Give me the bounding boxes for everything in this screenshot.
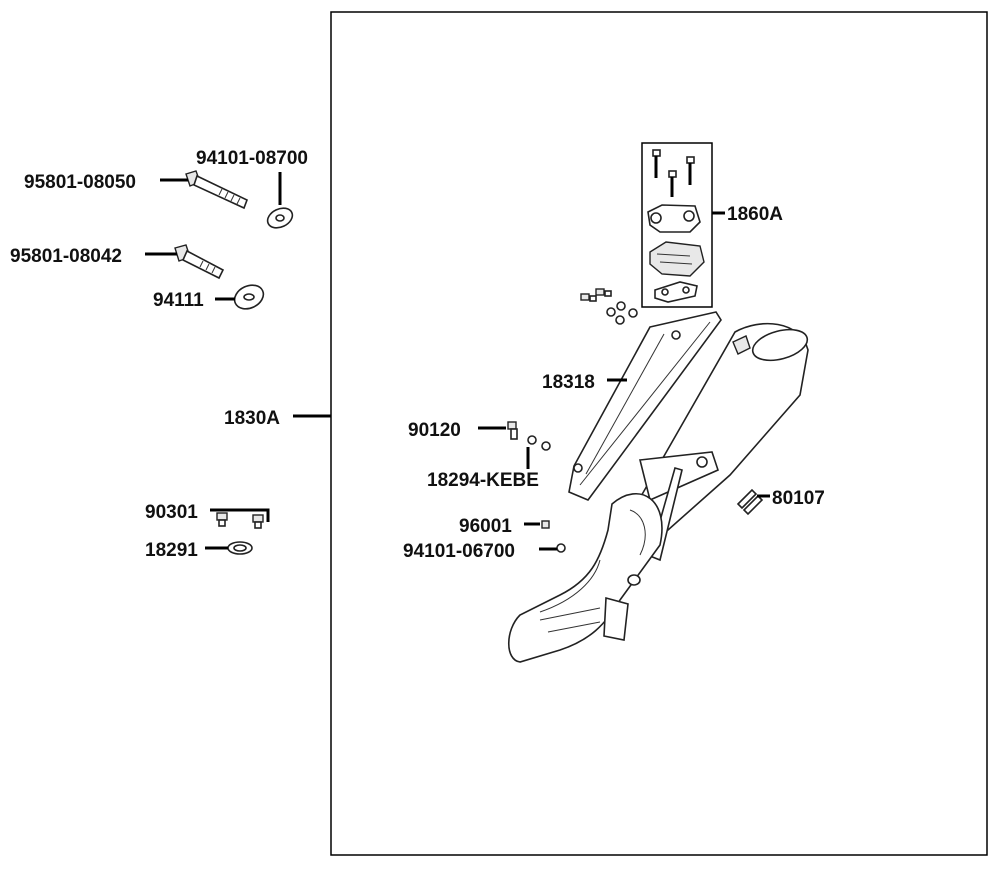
label-96001: 96001 (459, 516, 512, 537)
label-94101-06700: 94101-06700 (403, 541, 515, 562)
gasket-18291 (227, 541, 253, 555)
label-94111: 94111 (153, 290, 204, 311)
label-18318: 18318 (542, 372, 595, 393)
kit-1860A (641, 142, 713, 308)
exhaust-pipe (508, 451, 719, 663)
label-1860A: 1860A (727, 204, 783, 225)
fasteners-cluster (580, 288, 638, 325)
washer-94111 (233, 284, 265, 310)
leader-lines (145, 172, 770, 551)
screws-90301 (216, 512, 264, 529)
bolt-95801-08050 (185, 170, 249, 210)
nut-96001 (541, 520, 550, 529)
label-80107: 80107 (772, 488, 825, 509)
label-90120: 90120 (408, 420, 461, 441)
label-95801-08050: 95801-08050 (24, 172, 136, 193)
label-90301: 90301 (145, 502, 198, 523)
assembly-frame (330, 11, 988, 856)
washer-94101-06700 (556, 543, 566, 553)
washer-94101-08700 (266, 207, 294, 229)
label-94101-08700: 94101-08700 (196, 148, 308, 169)
label-18291: 18291 (145, 540, 198, 561)
bolt-90120 (507, 421, 551, 451)
label-95801-08042: 95801-08042 (10, 246, 122, 267)
clip-80107 (736, 488, 764, 516)
heat-shield-18318 (568, 311, 722, 501)
label-1830A: 1830A (224, 408, 280, 429)
bolt-95801-08042 (174, 244, 225, 280)
label-18294-KEBE: 18294-KEBE (427, 470, 539, 491)
